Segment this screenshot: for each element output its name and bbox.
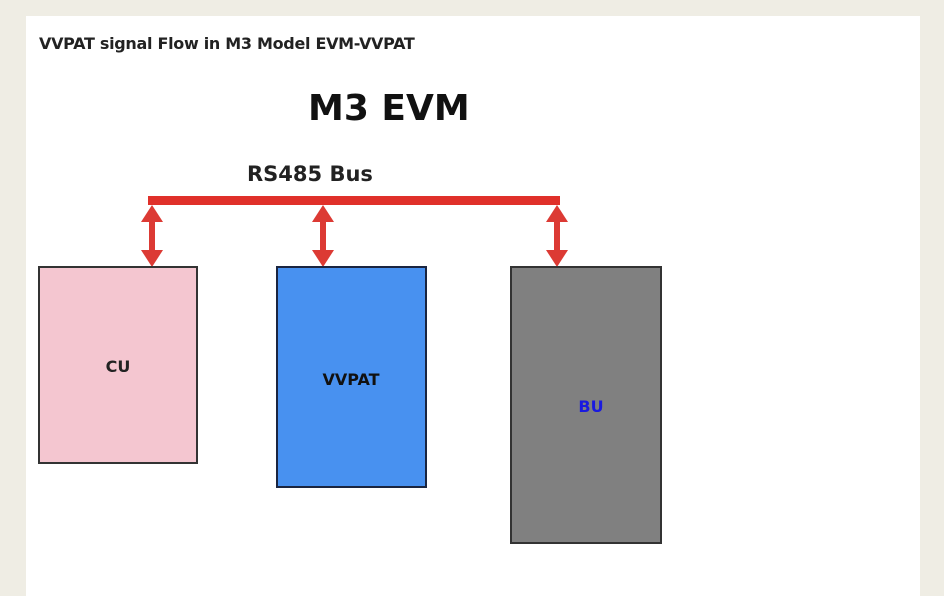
signal-flow-diagram	[38, 196, 662, 544]
diagram-title: M3 EVM	[308, 88, 470, 129]
cu-label: CU	[105, 357, 131, 376]
section-heading: VVPAT signal Flow in M3 Model EVM-VVPAT	[39, 34, 415, 53]
bu-label: BU	[578, 397, 604, 416]
vvpat-box	[276, 266, 427, 488]
bu-bus-arrow	[546, 205, 568, 267]
cu-box	[38, 266, 198, 464]
bus-label: RS485 Bus	[247, 162, 373, 186]
vvpat-bus-arrow	[312, 205, 334, 267]
rs485-bus-bar	[148, 196, 560, 205]
vvpat-label: VVPAT	[322, 370, 380, 389]
cu-bus-arrow	[141, 205, 163, 267]
bu-box	[510, 266, 662, 544]
